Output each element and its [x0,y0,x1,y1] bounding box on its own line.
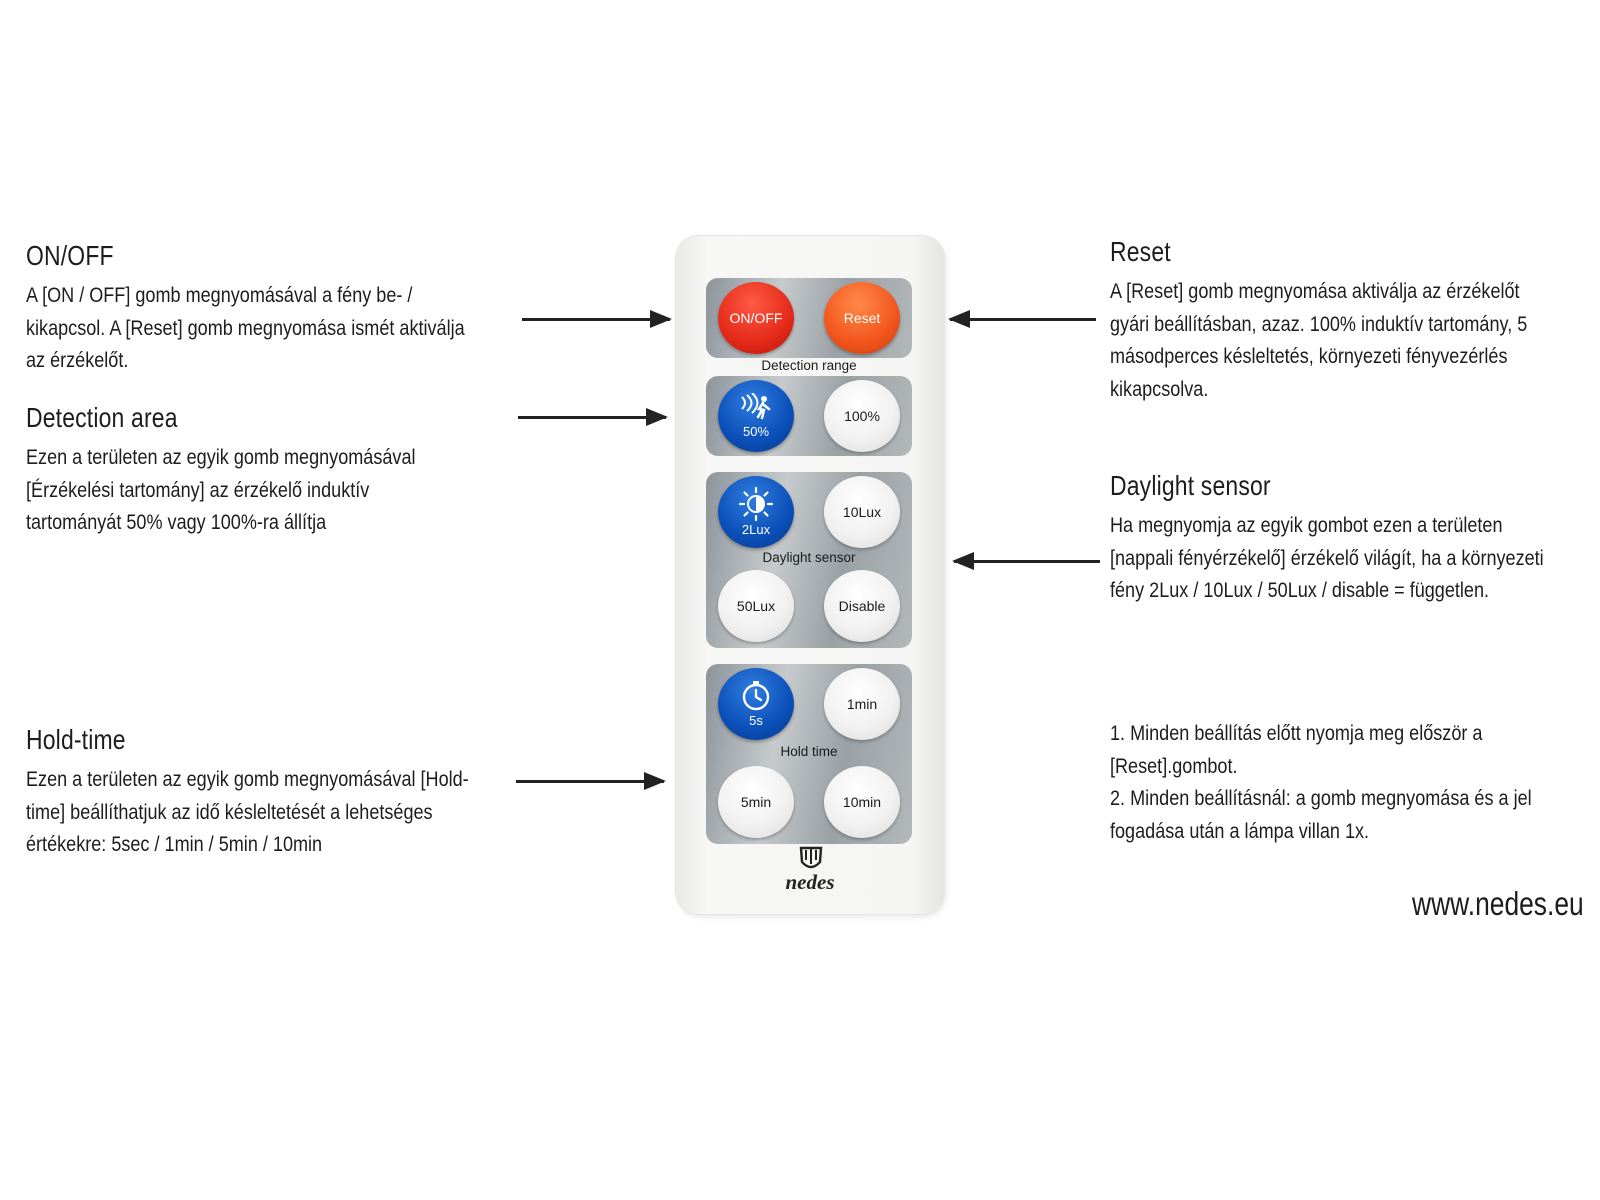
range-50-button[interactable]: 50% [718,380,794,452]
lux-10-button[interactable]: 10Lux [824,476,900,548]
motion-sensor-icon [741,393,771,420]
hold-5s-label: 5s [749,713,763,728]
arrow-daylight [952,552,1100,570]
hold-5s-button[interactable]: 5s [718,668,794,740]
note-holdtime: Hold-time Ezen a területen az egyik gomb… [26,724,541,862]
note-line: fogadása után a lámpa villan 1x. [1110,819,1370,843]
onoff-button[interactable]: ON/OFF [718,282,794,354]
note-detection: Detection area Ezen a területen az egyik… [26,402,479,540]
note-detection-title: Detection area [26,402,178,433]
note-line: kikapcsol. A [Reset] gomb megnyomása ism… [26,316,465,340]
note-daylight-body: Ha megnyomja az egyik gombot ezen a terü… [1110,510,1544,608]
lux-2-button[interactable]: 2Lux [718,476,794,548]
nedes-logo-icon [799,846,823,869]
note-line: [Érzékelési tartomány] az érzékelő induk… [26,478,370,502]
arrow-onoff [522,310,672,328]
note-reset: Reset A [Reset] gomb megnyomása aktiválj… [1110,236,1595,406]
note-line: tartományát 50% vagy 100%-ra állítja [26,511,327,534]
label-hold-time: Hold time [780,744,838,759]
hold-5min-button[interactable]: 5min [718,766,794,838]
note-line: Ha megnyomja az egyik gombot ezen a terü… [1110,514,1503,537]
note-line: 1. Minden beállítás előtt nyomja meg elő… [1110,722,1483,745]
note-line: A [Reset] gomb megnyomása aktiválja az é… [1110,280,1520,303]
website-url[interactable]: www.nedes.eu [1412,885,1584,922]
note-detection-body: Ezen a területen az egyik gomb megnyomás… [26,442,416,540]
remote-control: ON/OFF Reset Detection range 50% 100% 2L… [676,236,944,914]
arrow-detection [518,408,668,426]
note-line: time] beállíthatjuk az idő késleltetését… [26,800,433,824]
note-line: fény 2Lux / 10Lux / 50Lux / disable = fü… [1110,579,1490,602]
note-line: az érzékelőt. [26,349,129,372]
arrow-holdtime [516,772,666,790]
note-line: gyári beállításban, azaz. 100% induktív … [1110,312,1528,336]
note-onoff: ON/OFF A [ON / OFF] gomb megnyomásával a… [26,240,536,378]
lux-2-label: 2Lux [741,522,771,537]
note-onoff-body: A [ON / OFF] gomb megnyomásával a fény b… [26,280,465,378]
note-onoff-title: ON/OFF [26,240,114,271]
lux-50-button[interactable]: 50Lux [718,570,794,642]
note-line: értékekre: 5sec / 1min / 5min / 10min [26,833,323,856]
note-reset-body: A [Reset] gomb megnyomása aktiválja az é… [1110,276,1527,406]
clock-icon [742,681,770,711]
sun-brightness-icon [739,487,773,521]
note-daylight-title: Daylight sensor [1110,470,1271,501]
note-line: Ezen a területen az egyik gomb megnyomás… [26,446,416,469]
note-line: [Reset].gombot. [1110,754,1238,778]
note-instructions: 1. Minden beállítás előtt nyomja meg elő… [1110,718,1600,848]
hold-10min-button[interactable]: 10min [824,766,900,838]
note-reset-title: Reset [1110,236,1171,267]
label-daylight-sensor: Daylight sensor [762,550,856,565]
note-line: kikapcsolva. [1110,377,1209,401]
note-line: Ezen a területen az egyik gomb megnyomás… [26,768,469,791]
note-line: 2. Minden beállításnál: a gomb megnyomás… [1110,787,1532,810]
reset-button[interactable]: Reset [824,282,900,354]
note-holdtime-body: Ezen a területen az egyik gomb megnyomás… [26,764,469,862]
disable-button[interactable]: Disable [824,570,900,642]
note-line: másodperces késleltetés, környezeti fény… [1110,345,1508,368]
arrow-reset [948,310,1096,328]
note-instructions-body: 1. Minden beállítás előtt nyomja meg elő… [1110,718,1532,848]
brand-name: nedes [785,870,835,894]
label-detection-range: Detection range [761,358,857,373]
range-100-button[interactable]: 100% [824,380,900,452]
note-line: [nappali fényérzékelő] érzékelő világít,… [1110,546,1544,570]
note-line: A [ON / OFF] gomb megnyomásával a fény b… [26,284,413,307]
range-50-label: 50% [742,424,770,439]
note-daylight: Daylight sensor Ha megnyomja az egyik go… [1110,470,1600,608]
hold-1min-button[interactable]: 1min [824,668,900,740]
note-holdtime-title: Hold-time [26,724,126,755]
